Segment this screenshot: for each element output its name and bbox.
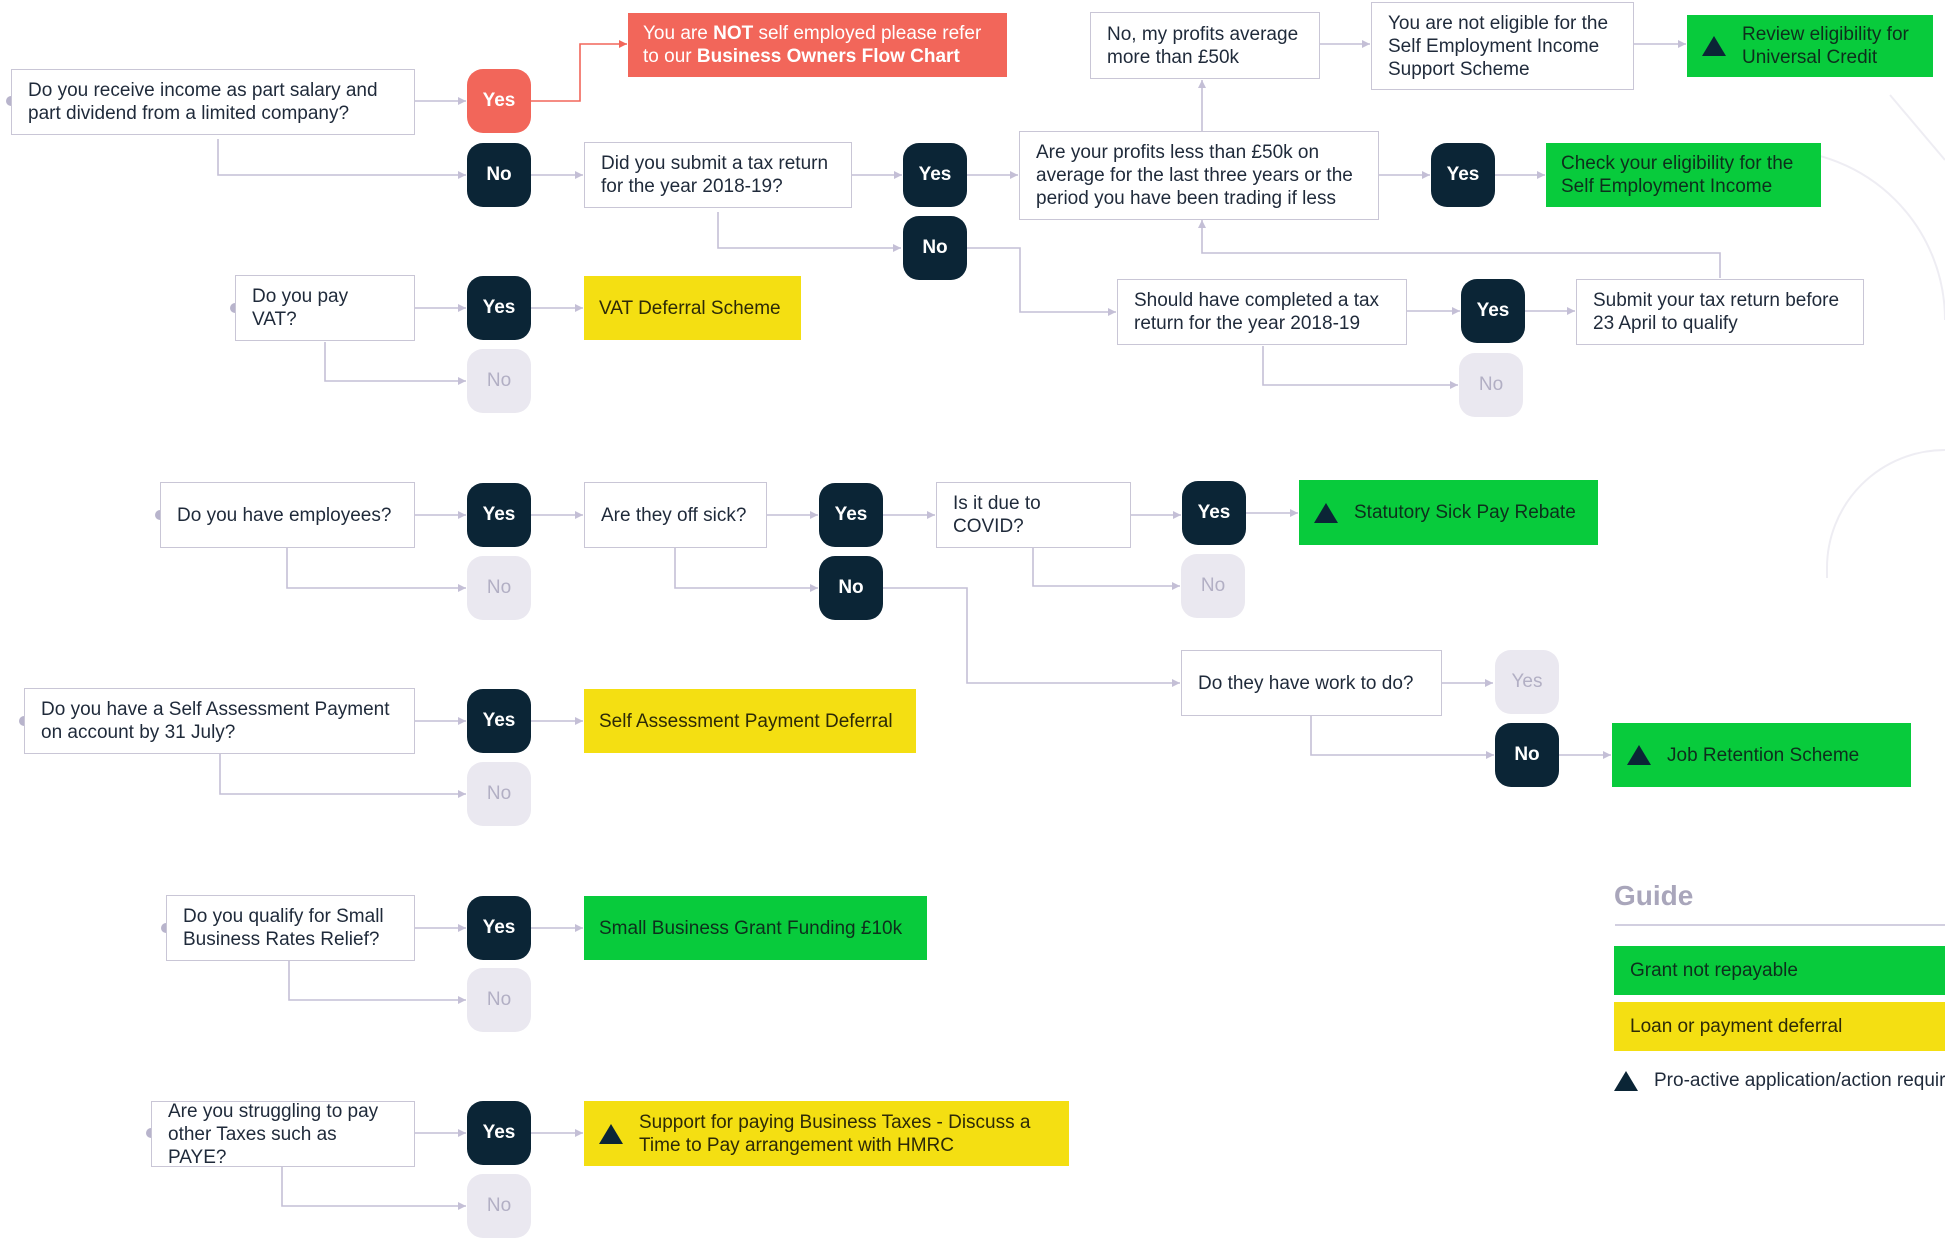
yes-button-salary[interactable]: Yes <box>467 69 531 133</box>
no-button-vat[interactable]: No <box>467 349 531 413</box>
result-check-seiss[interactable]: Check your eligibility for the Self Empl… <box>1546 143 1821 207</box>
yes-button-off-sick[interactable]: Yes <box>819 483 883 547</box>
warning-triangle-icon <box>1702 36 1726 56</box>
result-ssp-rebate[interactable]: Statutory Sick Pay Rebate <box>1299 480 1598 545</box>
submit-before-box: Submit your tax return before 23 April t… <box>1576 279 1864 345</box>
question-rates-relief[interactable]: Do you qualify for Small Business Rates … <box>166 895 415 961</box>
no-button-should-have[interactable]: No <box>1459 353 1523 417</box>
no-button-struggling[interactable]: No <box>467 1174 531 1238</box>
no-button-salary[interactable]: No <box>467 143 531 207</box>
guide-loan: Loan or payment deferral <box>1614 1002 1945 1051</box>
yes-button-self-assessment[interactable]: Yes <box>467 689 531 753</box>
warning-triangle-icon <box>1627 745 1651 765</box>
result-grant-10k[interactable]: Small Business Grant Funding £10k <box>584 896 927 960</box>
question-covid[interactable]: Is it due to COVID? <box>936 482 1131 548</box>
guide-proactive: Pro-active application/action required <box>1614 1070 1945 1092</box>
question-profits-less[interactable]: Are your profits less than £50k on avera… <box>1019 131 1379 220</box>
question-employees[interactable]: Do you have employees? <box>160 482 415 548</box>
question-vat[interactable]: Do you pay VAT? <box>235 275 415 341</box>
question-should-have-completed[interactable]: Should have completed a tax return for t… <box>1117 279 1407 345</box>
profits-more-option[interactable]: No, my profits average more than £50k <box>1090 12 1320 79</box>
guide-title: Guide <box>1614 880 1694 911</box>
not-eligible-box: You are not eligible for the Self Employ… <box>1371 2 1634 90</box>
no-button-off-sick[interactable]: No <box>819 556 883 620</box>
no-button-self-assessment[interactable]: No <box>467 762 531 826</box>
question-struggling[interactable]: Are you struggling to pay other Taxes su… <box>151 1101 415 1168</box>
yes-button-work-to-do[interactable]: Yes <box>1495 650 1559 714</box>
question-work-to-do[interactable]: Do they have work to do? <box>1181 650 1442 716</box>
yes-button-rates-relief[interactable]: Yes <box>467 896 531 960</box>
yes-button-tax-return[interactable]: Yes <box>903 143 967 207</box>
result-job-retention[interactable]: Job Retention Scheme <box>1612 723 1911 787</box>
question-tax-return[interactable]: Did you submit a tax return for the year… <box>584 142 852 208</box>
result-vat-deferral[interactable]: VAT Deferral Scheme <box>584 276 801 340</box>
warning-triangle-icon <box>599 1123 623 1144</box>
yes-button-profits[interactable]: Yes <box>1431 143 1495 207</box>
result-universal-credit[interactable]: Review eligibility for Universal Credit <box>1687 15 1933 77</box>
warning-triangle-icon <box>1614 1071 1638 1091</box>
result-business-taxes[interactable]: Support for paying Business Taxes - Disc… <box>584 1101 1069 1166</box>
no-button-employees[interactable]: No <box>467 556 531 620</box>
question-off-sick[interactable]: Are they off sick? <box>584 482 767 548</box>
guide-grant: Grant not repayable <box>1614 946 1945 995</box>
question-self-assessment[interactable]: Do you have a Self Assessment Payment on… <box>24 688 415 754</box>
yes-button-covid[interactable]: Yes <box>1182 481 1246 545</box>
warning-triangle-icon <box>1314 502 1338 523</box>
not-self-employed-notice[interactable]: You are NOT self employed please refer t… <box>628 13 1007 77</box>
no-button-work-to-do[interactable]: No <box>1495 723 1559 787</box>
no-button-covid[interactable]: No <box>1181 554 1245 618</box>
yes-button-vat[interactable]: Yes <box>467 276 531 340</box>
yes-button-employees[interactable]: Yes <box>467 483 531 547</box>
no-button-rates-relief[interactable]: No <box>467 968 531 1032</box>
result-sa-deferral[interactable]: Self Assessment Payment Deferral <box>584 689 916 753</box>
no-button-tax-return[interactable]: No <box>903 216 967 280</box>
yes-button-should-have[interactable]: Yes <box>1461 279 1525 343</box>
question-salary-dividend[interactable]: Do you receive income as part salary and… <box>11 69 415 135</box>
yes-button-struggling[interactable]: Yes <box>467 1101 531 1165</box>
